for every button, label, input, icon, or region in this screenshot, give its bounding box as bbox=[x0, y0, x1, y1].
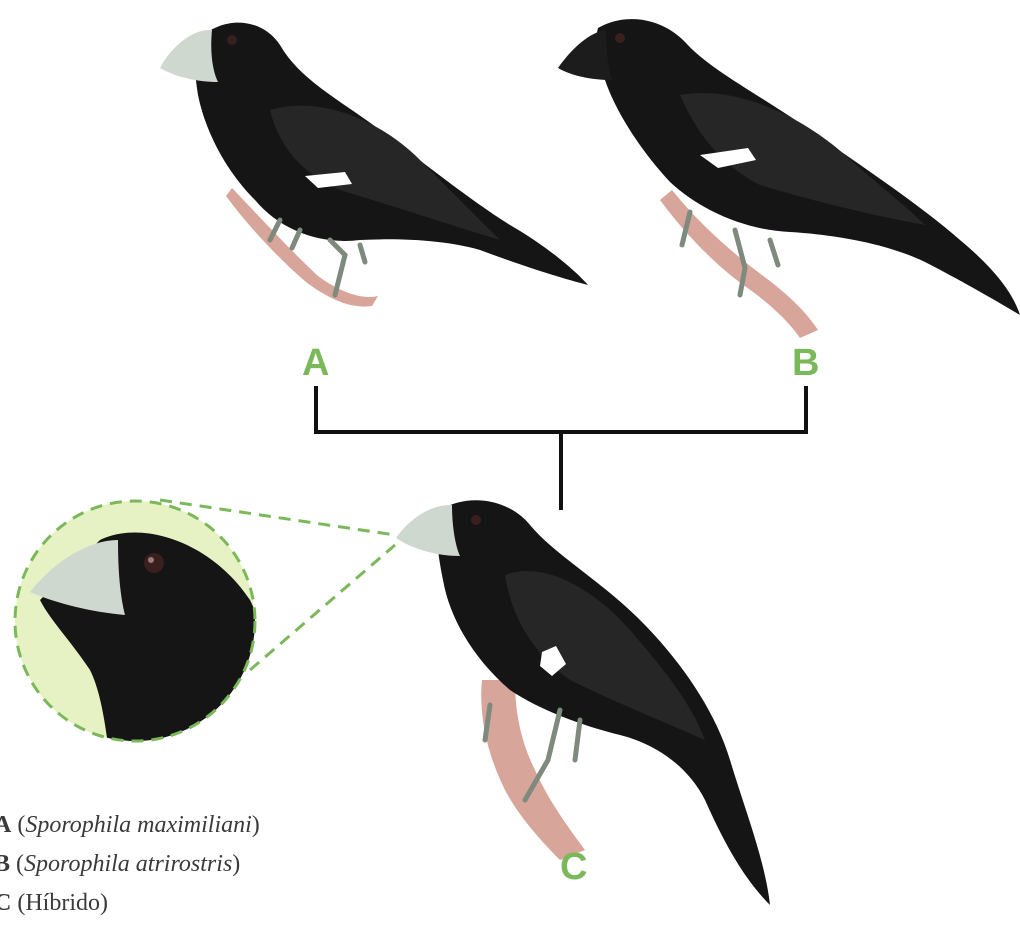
species-legend: A (Sporophila maximiliani) B (Sporophila… bbox=[0, 806, 260, 923]
zoom-eye bbox=[144, 553, 164, 573]
label-c: C bbox=[560, 848, 587, 886]
legend-key-b: B bbox=[0, 851, 10, 877]
legend-row-c: C (Híbrido) bbox=[0, 884, 260, 923]
label-b: B bbox=[792, 344, 819, 382]
legend-row-a: A (Sporophila maximiliani) bbox=[0, 806, 260, 845]
zoom-guide-bottom bbox=[250, 545, 395, 670]
legend-name-b: Sporophila atrirostris bbox=[24, 851, 232, 877]
zoom-circle-content bbox=[10, 495, 270, 760]
bird-b-illustration bbox=[558, 19, 1020, 338]
legend-close-c: ) bbox=[100, 890, 108, 916]
legend-close-a: ) bbox=[252, 812, 260, 838]
bird-a-bill bbox=[160, 30, 218, 82]
bird-b-bill bbox=[558, 30, 612, 80]
bird-a-illustration bbox=[160, 23, 588, 307]
legend-open-a: ( bbox=[11, 812, 25, 838]
label-a: A bbox=[302, 344, 329, 382]
zoom-callout bbox=[10, 495, 395, 760]
legend-row-b: B (Sporophila atrirostris) bbox=[0, 845, 260, 884]
bird-b-eye bbox=[615, 33, 625, 43]
legend-key-c: C bbox=[0, 890, 11, 916]
cross-connector bbox=[316, 386, 806, 510]
bird-c-eye bbox=[471, 515, 481, 525]
bird-a-eye bbox=[227, 35, 237, 45]
zoom-eye-highlight bbox=[148, 557, 154, 563]
bird-c-bill bbox=[396, 505, 460, 556]
legend-open-c: ( bbox=[11, 890, 25, 916]
bird-c-illustration bbox=[396, 500, 770, 905]
legend-name-a: Sporophila maximiliani bbox=[25, 812, 251, 838]
legend-open-b: ( bbox=[10, 851, 24, 877]
legend-name-c: Híbrido bbox=[25, 890, 100, 916]
legend-key-a: A bbox=[0, 812, 11, 838]
legend-close-b: ) bbox=[232, 851, 240, 877]
